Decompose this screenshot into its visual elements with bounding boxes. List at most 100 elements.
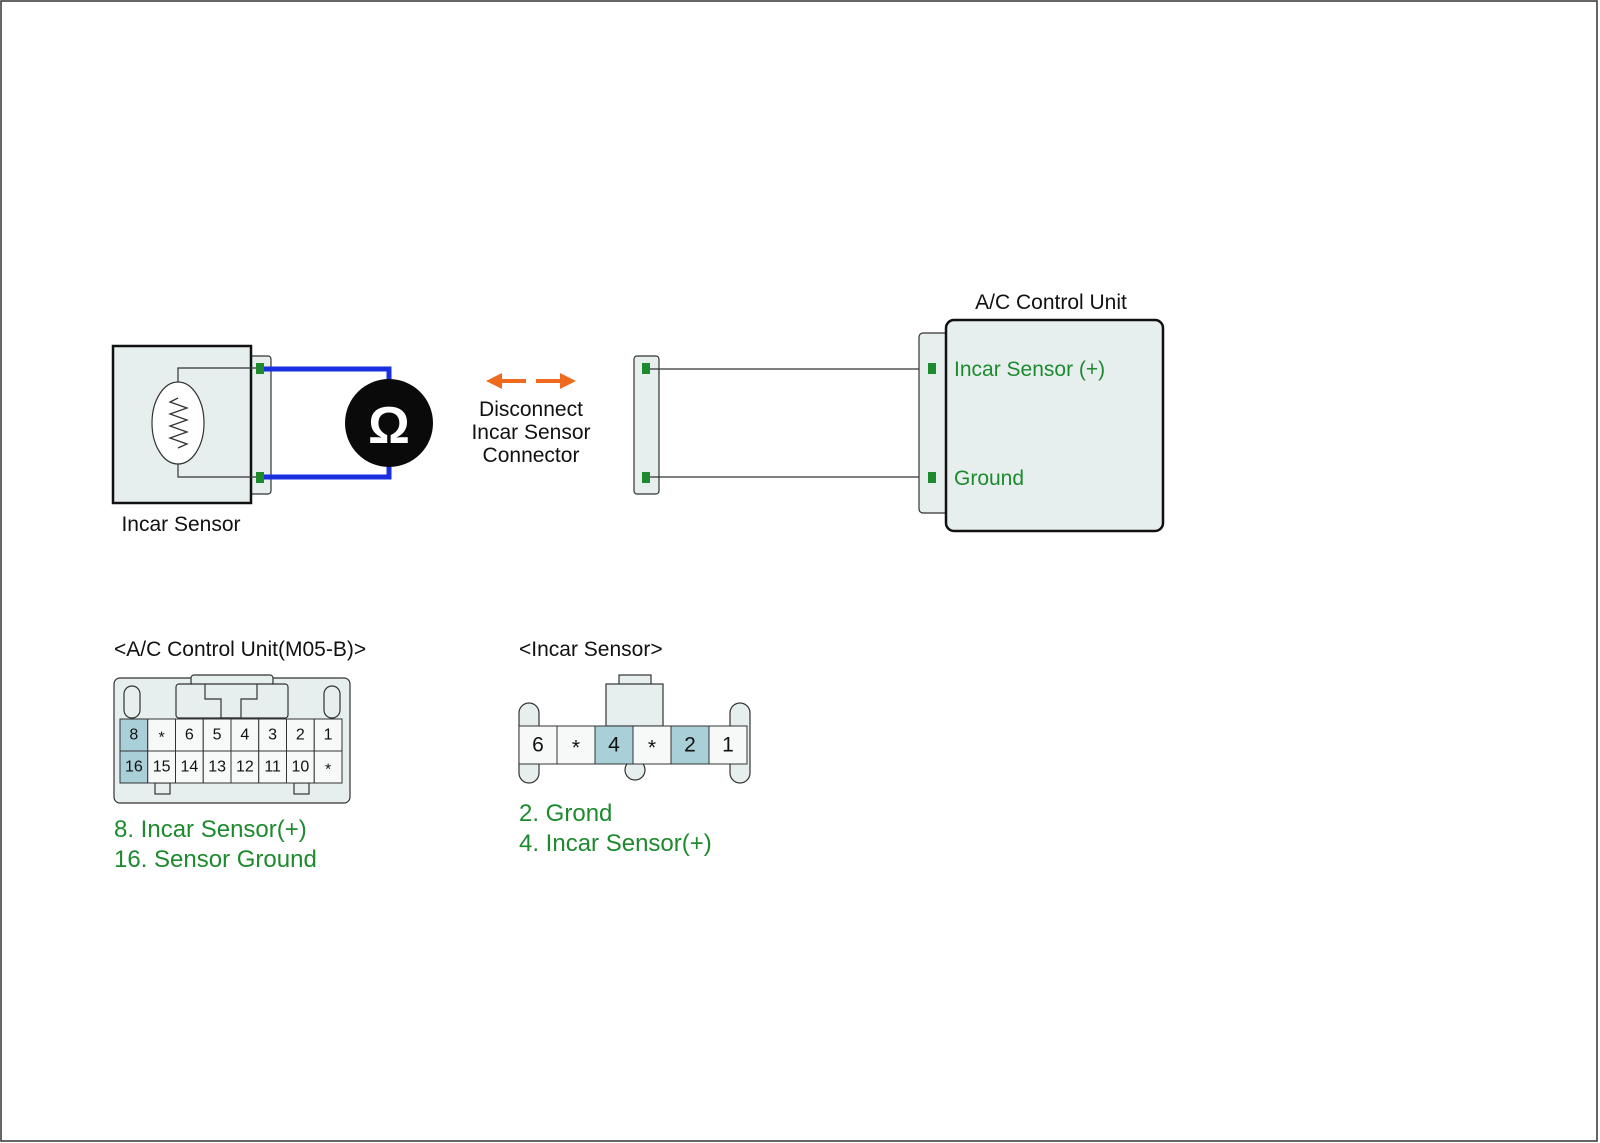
acu-pin-row1-1: * (147, 718, 176, 752)
acu-pin-row2-1: 15 (147, 750, 176, 784)
ohmmeter-icon (345, 379, 433, 467)
disconnect-text-3: Connector (483, 444, 580, 467)
acu-connector-post-left (123, 685, 141, 719)
acu-pin-row2-7: * (313, 750, 343, 784)
sensor-pin-2-cell (594, 725, 634, 765)
sensor-connector-face: <Incar Sensor> 6 * 4 * 2 1 2. Grond 4. Incar … (518, 638, 751, 857)
acu-pin-row1-2-label: 6 (185, 727, 194, 744)
harness-terminal-bottom (642, 472, 650, 483)
acu-pin-row2-1-cell (147, 750, 176, 784)
acu-pin-row2-4: 12 (230, 750, 260, 784)
harness-connector (633, 355, 931, 495)
acu-pin-row1-1-label: * (159, 730, 165, 747)
acu-connector-title: <A/C Control Unit(M05-B)> (114, 638, 366, 661)
harness-terminal-top (642, 363, 650, 374)
sensor-pin-0-label: 6 (532, 734, 544, 757)
acu-pin-row2-2: 14 (175, 750, 204, 784)
acu-pin-row1-3-label: 5 (213, 727, 222, 744)
disconnect-arrows (486, 373, 576, 389)
acu-pin-row1-3: 5 (202, 718, 232, 752)
acu-pin-row2-1-label: 15 (153, 759, 171, 776)
acu-pin-row2-3: 13 (202, 750, 232, 784)
acu-pin-row1-4-cell (230, 718, 260, 752)
acu-title: A/C Control Unit (975, 291, 1127, 314)
sensor-pin-5-cell (708, 725, 748, 765)
acu-terminal-incar-label: Incar Sensor (+) (954, 358, 1105, 381)
acu-pin-row2-5: 11 (258, 750, 287, 784)
sensor-pin-4-cell (670, 725, 710, 765)
sensor-pin-3: * (632, 725, 672, 765)
acu-pin-row1-2: 6 (175, 718, 204, 752)
sensor-pin-3-cell (632, 725, 672, 765)
acu-pin-row2-3-label: 13 (208, 759, 226, 776)
acu-pin-row1-2-cell (175, 718, 204, 752)
acu-pin-row1-6-label: 2 (296, 727, 305, 744)
acu-body (944, 318, 1165, 533)
sensor-pin-4: 2 (670, 725, 710, 765)
sensor-pin-1-label: * (572, 737, 580, 760)
acu-pin-row2-2-cell (175, 750, 204, 784)
acu-pin-row2-2-label: 14 (180, 759, 198, 776)
acu-pin-row2-4-label: 12 (236, 759, 254, 776)
acu-pin-row1-0-label: 8 (129, 727, 138, 744)
ac-control-unit: A/C Control Unit Incar Sensor (+) Ground (918, 291, 1165, 533)
sensor-pin-4-label: 2 (684, 734, 696, 757)
acu-pin-row2-6-cell (286, 750, 315, 784)
acu-legend-line-1: 8. Incar Sensor(+) (114, 816, 307, 843)
acu-connector-post-right (323, 685, 341, 719)
acu-pin-row1-0-cell (119, 718, 149, 752)
harness-connector-housing (633, 355, 660, 495)
sensor-pin-5-label: 1 (722, 734, 734, 757)
sensor-pin-3-label: * (648, 737, 656, 760)
acu-pin-row1-7-label: 1 (324, 727, 333, 744)
sensor-pin-2: 4 (594, 725, 634, 765)
sensor-terminal-top (256, 363, 264, 374)
sensor-terminal-bottom (256, 472, 264, 483)
resistor-zigzag-icon (168, 397, 189, 449)
acu-pin-row2-7-cell (313, 750, 343, 784)
disconnect-text-1: Disconnect (479, 398, 583, 421)
acu-pin-row1-5-label: 3 (268, 727, 277, 744)
acu-pin-row2-4-cell (230, 750, 260, 784)
sensor-legend-line-1: 2. Grond (519, 800, 612, 827)
ohmmeter: Ω (264, 366, 433, 480)
sensor-legend-line-2: 4. Incar Sensor(+) (519, 830, 712, 857)
incar-sensor-component: Incar Sensor (111, 344, 272, 536)
acu-pin-grid: 8 * 6 5 4 3 2 1 16 15 14 13 12 11 10 * (119, 718, 343, 784)
acu-pin-row1-6-cell (286, 718, 315, 752)
acu-connector-face: <A/C Control Unit(M05-B)> 8 * 6 5 4 3 2 1 16 15 14… (113, 638, 366, 873)
acu-pin-row2-6-label: 10 (291, 759, 309, 776)
arrow-left-icon (486, 373, 502, 389)
acu-pin-row1-4-label: 4 (240, 727, 249, 744)
acu-pin-row1-5-cell (258, 718, 287, 752)
acu-pin-row2-5-cell (258, 750, 287, 784)
disconnect-text-2: Incar Sensor (471, 421, 590, 444)
acu-pin-row2-0: 16 (119, 750, 149, 784)
acu-pin-row2-0-cell (119, 750, 149, 784)
sensor-pin-5: 1 (708, 725, 748, 765)
acu-connector-key (175, 683, 289, 719)
arrow-right-icon (560, 373, 576, 389)
acu-pin-row1-4: 4 (230, 718, 260, 752)
acu-pin-row2-5-label: 11 (264, 759, 281, 776)
acu-pin-row1-0: 8 (119, 718, 149, 752)
acu-connector-key-notch (204, 684, 258, 719)
acu-terminal-bottom (928, 472, 936, 483)
acu-terminal-ground-label: Ground (954, 467, 1024, 490)
acu-pin-row2-7-label: * (325, 762, 331, 779)
acu-connector-tab-left (154, 782, 171, 795)
sensor-pin-1: * (556, 725, 596, 765)
sensor-connector-title: <Incar Sensor> (519, 638, 663, 661)
acu-pin-row2-6: 10 (286, 750, 315, 784)
sensor-pin-2-label: 4 (608, 734, 620, 757)
acu-legend-line-2: 16. Sensor Ground (114, 846, 317, 873)
acu-terminal-top (928, 363, 936, 374)
acu-pin-row1-5: 3 (258, 718, 287, 752)
acu-pin-row2-0-label: 16 (125, 759, 143, 776)
ohm-symbol: Ω (368, 397, 410, 455)
acu-pin-row1-6: 2 (286, 718, 315, 752)
acu-connector-housing (918, 332, 950, 514)
